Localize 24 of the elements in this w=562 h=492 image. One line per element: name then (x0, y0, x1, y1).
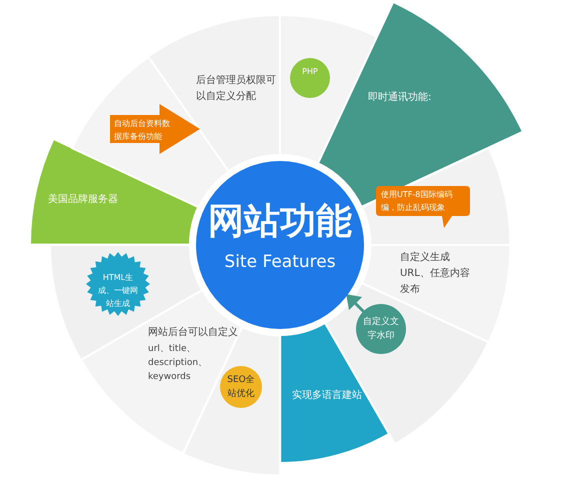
feature-text: 即时通讯功能: (368, 90, 432, 105)
sector-segment (362, 148, 510, 245)
feature-text: 美国品牌服务器 (48, 192, 119, 207)
circle-badge (347, 294, 406, 354)
sector-segment (362, 245, 510, 342)
badge-text: 自动后台资料数据库备份功能 (114, 118, 171, 143)
arrow-shape (110, 104, 200, 154)
feature-text: 实现多语言建站 (292, 388, 363, 403)
feature-text: 网站后台可以自定义 (148, 326, 239, 340)
feature-text: 自定义生成URL、任意内容发布 (400, 250, 470, 297)
badge-text: 使用UTF-8国际编码编，防止乱码现象 (380, 188, 454, 214)
speech-bubble (376, 186, 470, 228)
badge-text: 自定义文字水印 (363, 316, 399, 343)
feature-text: 后台管理员权限可以自定义分配 (196, 74, 276, 104)
starburst-badge (86, 252, 150, 316)
circle-badge (290, 58, 330, 98)
center-subtitle: Site Features (223, 251, 337, 273)
badge-text: SEO全站优化 (226, 374, 256, 401)
center-title: 网站功能 (207, 201, 353, 243)
badge-text: PHP (301, 66, 319, 78)
feature-text: url、title、description、keywords (148, 343, 208, 384)
circle-badge (220, 366, 262, 408)
sector-segment (30, 139, 198, 245)
badge-text: HTML生成、一键网站生成 (96, 272, 139, 310)
